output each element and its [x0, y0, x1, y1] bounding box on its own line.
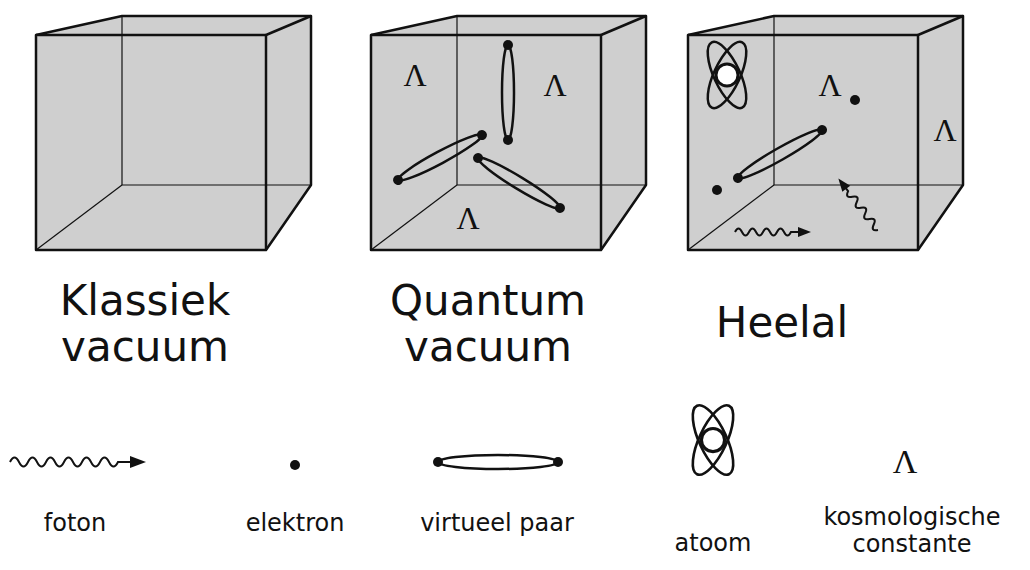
cube-heading: Heelal [652, 300, 912, 346]
photon-wave [735, 227, 811, 237]
vacuum-cube: Quantum vacuumΛΛΛ [365, 8, 650, 380]
atom-symbol [700, 37, 754, 113]
electron-symbol [290, 460, 300, 470]
virtual-pair [731, 122, 830, 185]
cube-outline [688, 16, 963, 250]
cube-heading: Quantum vacuum [358, 278, 618, 370]
vacuum-cube: HeelalΛΛ [682, 8, 967, 380]
lambda-symbol: Λ [543, 69, 566, 101]
lambda-symbol: Λ [403, 59, 426, 91]
virtual-pair [502, 40, 514, 145]
lambda-symbol: Λ [456, 202, 479, 234]
virtual-pair-symbol [433, 455, 563, 469]
virtual-pair [391, 127, 489, 187]
legend-lambda-symbol: Λ [893, 445, 918, 479]
lambda-symbol: Λ [818, 69, 841, 101]
legend-label: virtueel paar [397, 510, 597, 537]
electron-dot [850, 95, 860, 105]
virtual-pair [471, 150, 568, 215]
cube-outline [36, 16, 311, 250]
legend-label: kosmologische constante [807, 504, 1017, 558]
vacuum-cube: Klassiek vacuum [30, 8, 315, 380]
cube-heading: Klassiek vacuum [15, 278, 275, 370]
legend-label: foton [5, 510, 145, 537]
photon-wave [834, 175, 882, 233]
electron-dot [712, 185, 722, 195]
atom-symbol [685, 400, 742, 480]
photon-symbol [10, 456, 146, 468]
legend-label: elektron [215, 510, 375, 537]
cube-outline [371, 16, 646, 250]
lambda-symbol: Λ [933, 114, 956, 146]
legend-label: atoom [643, 530, 783, 557]
